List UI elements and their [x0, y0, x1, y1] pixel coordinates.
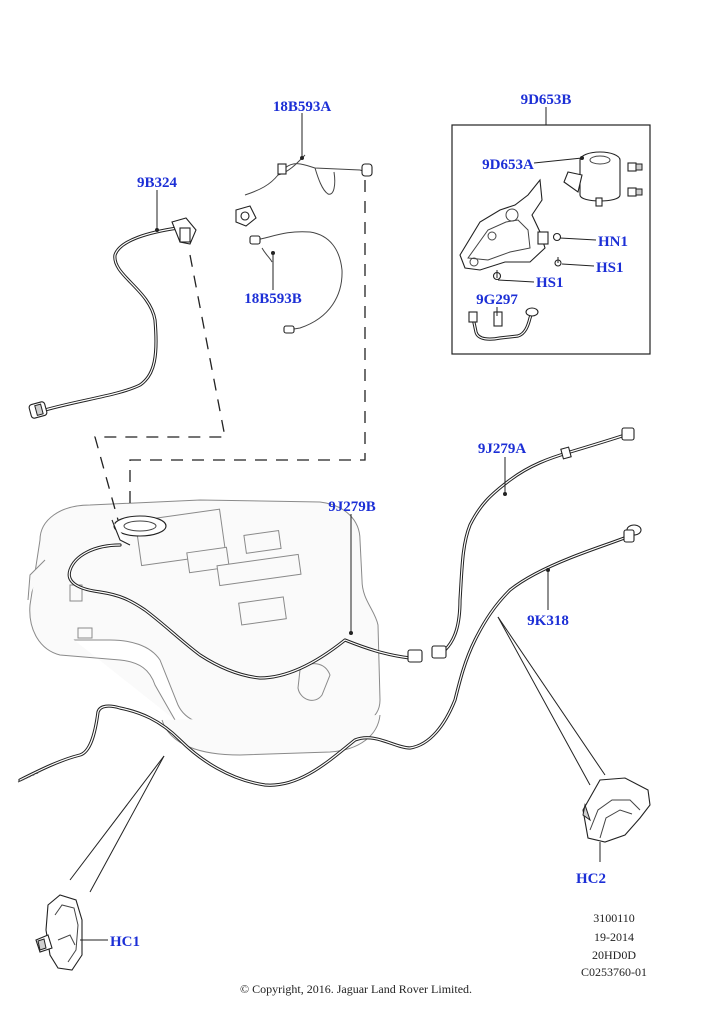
label-9G297: 9G297	[476, 292, 518, 308]
part-9J279-pipes	[17, 427, 642, 787]
routing-dashed-lines	[94, 180, 366, 521]
reference-line-1: 3100110	[593, 911, 635, 925]
part-HC2-clip	[497, 616, 651, 862]
label-HC2: HC2	[576, 871, 606, 887]
label-9D653A: 9D653A	[482, 157, 534, 173]
fuel-tank	[27, 499, 381, 756]
reference-line-3: 20HD0D	[592, 948, 636, 962]
label-HN1: HN1	[598, 234, 628, 250]
part-HC1-clip	[35, 755, 165, 971]
reference-block: 3100110 19-2014 20HD0D C0253760-01	[581, 911, 647, 979]
label-9J279A: 9J279A	[478, 441, 527, 457]
part-labels: 18B593A 18B593B 9B324 9D653B 9D653A HN1 …	[110, 92, 628, 950]
reference-line-2: 19-2014	[594, 930, 634, 944]
reference-line-4: C0253760-01	[581, 965, 647, 979]
leader-lines	[155, 107, 597, 635]
label-HS1-right: HS1	[596, 260, 624, 276]
copyright-notice: © Copyright, 2016. Jaguar Land Rover Lim…	[240, 982, 472, 996]
label-HC1: HC1	[110, 934, 140, 950]
nut-icon	[552, 232, 562, 242]
bolt-icon	[627, 187, 643, 197]
part-18B593-lines	[235, 154, 373, 334]
part-9B324-tube	[28, 217, 197, 419]
label-9D653B: 9D653B	[521, 92, 572, 108]
label-9J279B: 9J279B	[328, 499, 376, 515]
part-9D653B-canister-assembly	[451, 124, 651, 355]
label-9B324: 9B324	[137, 175, 178, 191]
label-9K318: 9K318	[527, 613, 569, 629]
bolt-icon	[627, 162, 643, 172]
screw-icon	[492, 270, 502, 281]
screw-icon	[554, 257, 562, 267]
label-18B593A: 18B593A	[273, 99, 332, 115]
label-HS1-left: HS1	[536, 275, 564, 291]
label-18B593B: 18B593B	[244, 291, 302, 307]
